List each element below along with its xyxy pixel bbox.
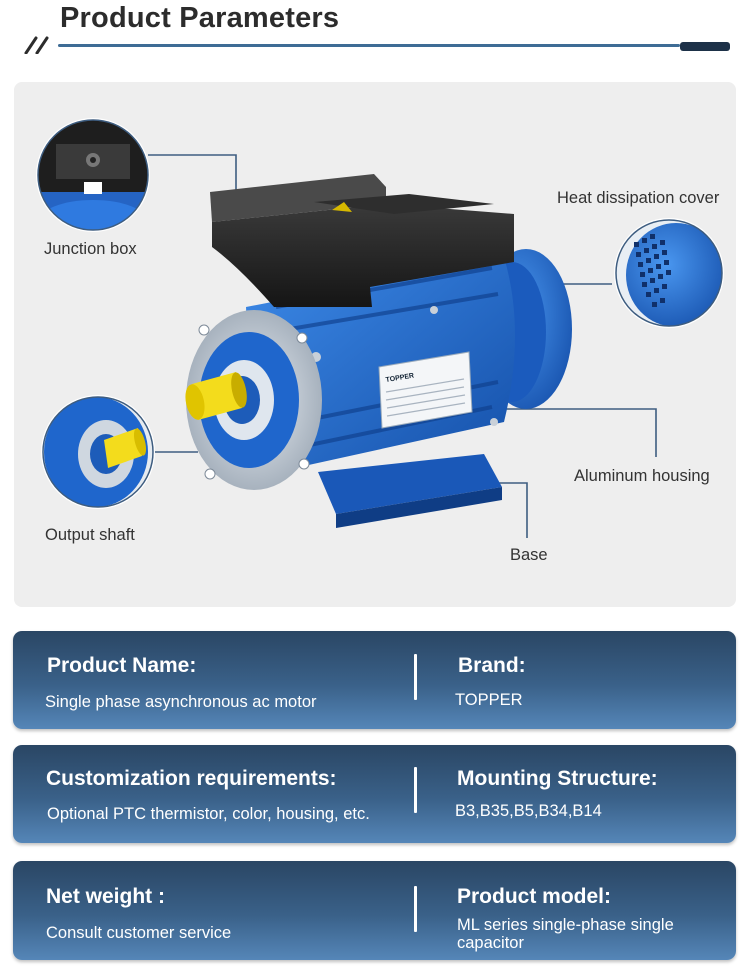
label-heat-dissipation-cover: Heat dissipation cover xyxy=(557,189,720,207)
spec-value-customization: Optional PTC thermistor, color, housing,… xyxy=(47,805,370,823)
spec-value-product-name: Single phase asynchronous ac motor xyxy=(45,693,317,711)
label-junction-box: Junction box xyxy=(44,240,137,258)
double-slash-icon xyxy=(24,36,49,54)
spec-divider xyxy=(414,654,417,700)
spec-value-brand: TOPPER xyxy=(455,691,523,709)
label-output-shaft: Output shaft xyxy=(45,526,135,544)
spec-card-product-name: Product Name: Single phase asynchronous … xyxy=(13,631,736,729)
spec-key-brand: Brand: xyxy=(458,654,526,677)
motor-diagram-panel: TOPPER xyxy=(14,82,736,607)
spec-divider xyxy=(414,767,417,813)
spec-key-customization: Customization requirements: xyxy=(46,767,337,790)
inset-heat-dissipation-cover xyxy=(614,218,724,328)
spec-card-net-weight: Net weight : Consult customer service Pr… xyxy=(13,861,736,960)
motor-body: TOPPER xyxy=(185,174,572,528)
spec-value-net-weight: Consult customer service xyxy=(46,924,232,942)
inset-output-shaft xyxy=(41,395,155,509)
spec-divider xyxy=(414,886,417,932)
label-aluminum-housing: Aluminum housing xyxy=(574,467,710,485)
motor-illustration: TOPPER xyxy=(36,118,724,538)
spec-key-mounting-structure: Mounting Structure: xyxy=(457,767,658,790)
spec-value-product-model: ML series single-phase single xyxy=(457,916,674,934)
spec-card-customization: Customization requirements: Optional PTC… xyxy=(13,745,736,843)
label-base: Base xyxy=(510,546,548,564)
page-title: Product Parameters xyxy=(60,2,340,34)
spec-key-product-name: Product Name: xyxy=(47,654,197,677)
header-rule xyxy=(58,44,680,47)
inset-junction-box xyxy=(36,118,150,232)
section-header: Product Parameters xyxy=(0,0,750,70)
nameplate-brand: TOPPER xyxy=(385,373,414,384)
spec-value-mounting-structure: B3,B35,B5,B34,B14 xyxy=(455,802,602,820)
spec-key-net-weight: Net weight : xyxy=(46,885,165,908)
spec-value-product-model-line2: capacitor xyxy=(457,934,524,952)
spec-key-product-model: Product model: xyxy=(457,885,612,908)
header-rule-end xyxy=(680,42,730,51)
